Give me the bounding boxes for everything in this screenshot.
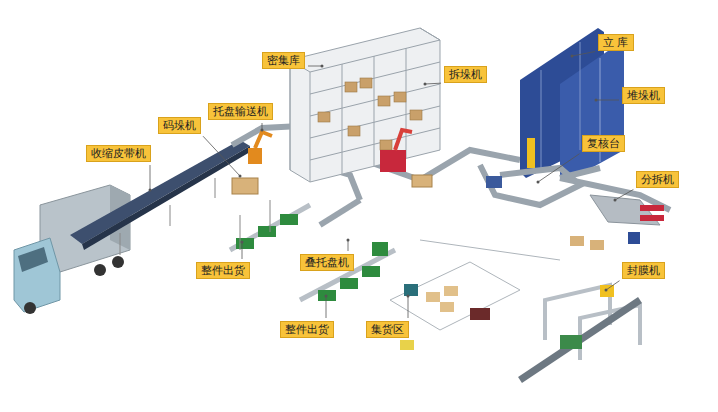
leader-line	[203, 136, 240, 176]
leader-line	[425, 83, 441, 85]
label-text: 叠托盘机	[305, 256, 349, 269]
leader-line	[572, 52, 595, 56]
leader-dot	[241, 241, 244, 244]
wrapper-control	[600, 285, 614, 297]
leader-line	[538, 154, 580, 182]
callout-label: 拆垛机	[444, 66, 487, 83]
callout-label: 叠托盘机	[300, 254, 354, 271]
leader-line	[308, 66, 322, 67]
label-text: 整件出货	[285, 323, 329, 336]
callout-label: 封膜机	[622, 262, 665, 279]
leader-dot	[595, 99, 598, 102]
leader-line	[242, 242, 243, 259]
leader-line	[615, 189, 633, 200]
leader-dot	[325, 295, 328, 298]
outbound-line-1	[230, 200, 310, 250]
sorter	[570, 195, 664, 250]
leader-line	[348, 240, 349, 251]
outbound-line-2	[300, 242, 395, 301]
rack-boxes	[318, 78, 422, 150]
leader-dot	[261, 129, 264, 132]
label-text: 收缩皮带机	[91, 147, 146, 160]
label-text: 分拆机	[641, 173, 674, 186]
label-text: 封膜机	[627, 264, 660, 277]
pallet-load	[560, 335, 582, 349]
leader-dot	[347, 239, 350, 242]
label-text: 集货区	[371, 323, 404, 336]
high-bay-rack	[520, 28, 624, 182]
depalletizer	[380, 130, 432, 187]
leader-dot	[407, 295, 410, 298]
label-text: 整件出货	[201, 264, 245, 277]
leader-line	[326, 296, 327, 318]
leader-line	[606, 281, 620, 290]
leader-dot	[614, 199, 617, 202]
callout-label: 复核台	[582, 135, 625, 152]
label-text: 托盘输送机	[213, 105, 268, 118]
callout-label: 立 库	[598, 34, 634, 51]
leader-dot	[537, 181, 540, 184]
label-text: 码垛机	[163, 119, 196, 132]
dense-rack	[290, 28, 440, 182]
callout-label: 整件出货	[196, 262, 250, 279]
leader-line	[408, 296, 409, 318]
truck	[14, 185, 130, 314]
leader-dot	[239, 175, 242, 178]
callout-label: 分拆机	[636, 171, 679, 188]
staging-area	[390, 240, 560, 350]
label-text: 立 库	[603, 36, 629, 49]
leader-dot	[149, 189, 152, 192]
leader-line	[596, 100, 619, 101]
callout-label: 收缩皮带机	[86, 145, 151, 162]
callout-label: 托盘输送机	[208, 103, 273, 120]
review-station	[486, 176, 502, 188]
label-text: 密集库	[267, 54, 300, 67]
callout-label: 码垛机	[158, 117, 201, 134]
callout-label: 整件出货	[280, 321, 334, 338]
callout-label: 集货区	[366, 321, 409, 338]
leader-dot	[571, 55, 574, 58]
callout-label: 密集库	[262, 52, 305, 69]
wrapper	[520, 285, 640, 380]
leader-line	[150, 165, 151, 190]
robot	[232, 132, 272, 194]
leader-dot	[321, 65, 324, 68]
callout-label: 堆垛机	[622, 87, 665, 104]
leader-dot	[605, 289, 608, 292]
label-text: 拆垛机	[449, 68, 482, 81]
label-text: 堆垛机	[627, 89, 660, 102]
leader-dot	[424, 83, 427, 86]
label-text: 复核台	[587, 137, 620, 150]
